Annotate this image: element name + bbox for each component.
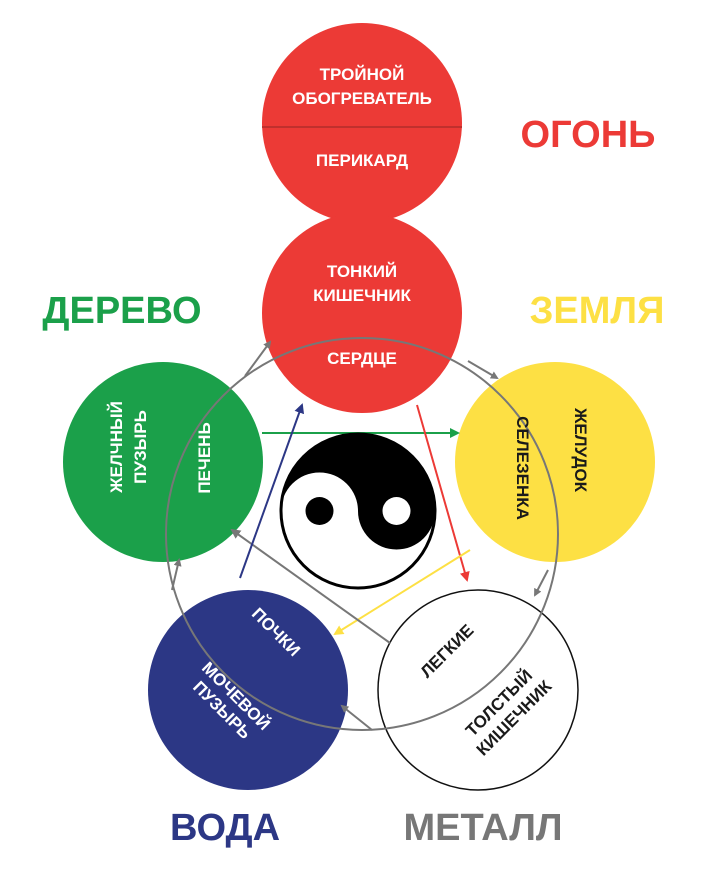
wood-organ-line-2: ПУЗЫРЬ bbox=[131, 410, 150, 484]
cycle-arrow-metal-water bbox=[340, 704, 373, 731]
arrow-fire-metal bbox=[416, 404, 470, 582]
element-label-wood: ДЕРЕВО bbox=[42, 290, 201, 332]
element-label-fire: ОГОНЬ bbox=[521, 114, 656, 156]
fire-organ-line-3: СЕРДЦЕ bbox=[327, 349, 397, 368]
fire-top-organ-line-1: ТРОЙНОЙ bbox=[320, 65, 405, 84]
wood-circle bbox=[63, 362, 263, 562]
generating-cycle bbox=[165, 337, 559, 731]
element-label-earth: ЗЕМЛЯ bbox=[530, 290, 665, 332]
cycle-arrow-wood-fire bbox=[244, 340, 272, 377]
fire-top-organ-line-3: ПЕРИКАРД bbox=[316, 151, 408, 170]
cycle-arrows bbox=[171, 340, 549, 731]
fire-top-organ-line-2: ОБОГРЕВАТЕЛЬ bbox=[292, 89, 432, 108]
element-label-metal: МЕТАЛЛ bbox=[403, 807, 562, 849]
fire-top-circle bbox=[262, 23, 462, 223]
wood-organ-line-1: ЖЕЛЧНЫЙ bbox=[107, 401, 126, 494]
fire-organ-line-2: КИШЕЧНИК bbox=[313, 286, 411, 305]
cycle-arrow-fire-earth bbox=[467, 360, 499, 380]
fire-circle bbox=[262, 213, 462, 413]
arrow-metal-wood bbox=[230, 528, 391, 644]
arrow-water-fire bbox=[239, 403, 305, 579]
fire-organ-line-1: ТОНКИЙ bbox=[327, 262, 397, 281]
earth-organ-line-1: ЖЕЛУДОК bbox=[571, 407, 590, 493]
earth-organ-line-2: СЕЛЕЗЕНКА bbox=[513, 416, 532, 520]
wood-organ-line-3: ПЕЧЕНЬ bbox=[195, 422, 214, 493]
element-label-water: ВОДА bbox=[170, 807, 280, 849]
cycle-arrow-water-wood bbox=[171, 558, 182, 591]
water-circle bbox=[148, 590, 348, 790]
cycle-arrow-earth-metal bbox=[534, 569, 549, 597]
earth-circle bbox=[455, 362, 655, 562]
yin-yang-icon bbox=[279, 432, 437, 590]
